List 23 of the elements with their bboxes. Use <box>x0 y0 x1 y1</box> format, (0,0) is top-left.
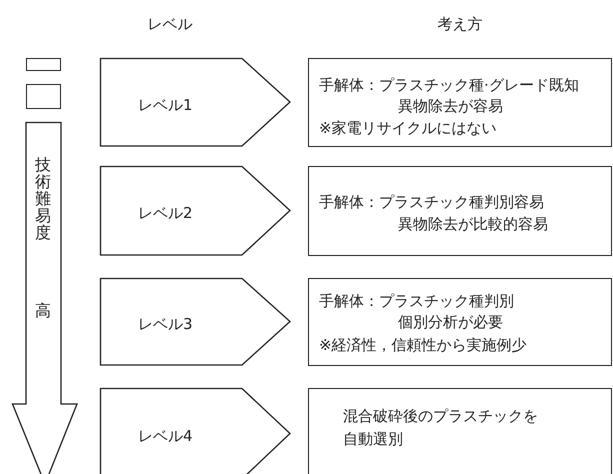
note-box <box>308 58 612 147</box>
column-header: 考え方 <box>438 14 482 34</box>
level-label: レベル2 <box>138 203 193 223</box>
note-text: 手解体：プラスチック種判別 <box>319 291 514 311</box>
note-text: ※家電リサイクルにはない <box>319 118 497 138</box>
level-label: レベル3 <box>138 314 193 334</box>
level-label: レベル1 <box>138 94 193 114</box>
note-text: 混合破砕後のプラスチックを自動選別 <box>343 406 539 450</box>
note-text: 異物除去が容易 <box>398 96 503 116</box>
note-text: 手解体：プラスチック種·グレード既知 <box>319 75 579 95</box>
note-box <box>308 166 612 256</box>
empty-box <box>26 58 61 71</box>
note-text: 手解体：プラスチック種判別容易 <box>319 192 544 212</box>
empty-box <box>26 84 61 109</box>
note-box <box>308 388 612 474</box>
note-box <box>308 278 612 366</box>
note-text: 個別分析が必要 <box>398 312 503 332</box>
level-label: レベル4 <box>138 426 193 446</box>
note-text: ※経済性，信頼性から実施例少 <box>319 335 527 355</box>
column-header: レベル <box>148 14 192 34</box>
note-text: 異物除去が比較的容易 <box>398 214 548 234</box>
axis-label: 高 <box>35 302 52 319</box>
axis-label: 技術難易度 <box>35 156 52 241</box>
